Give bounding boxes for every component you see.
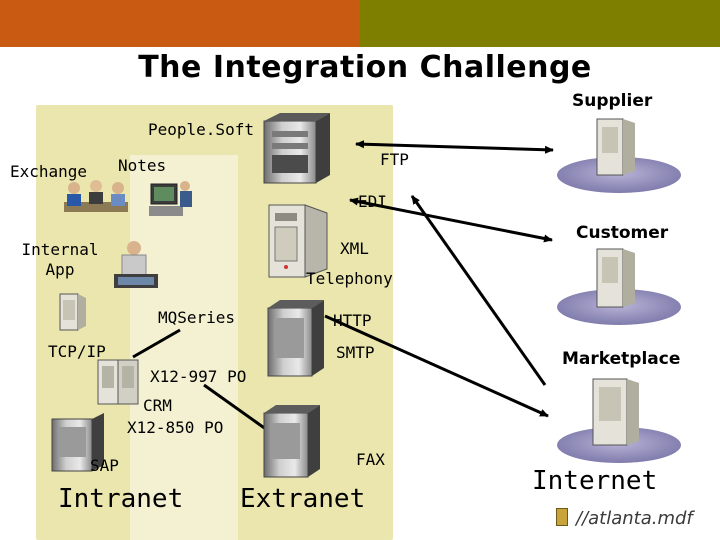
server-icon [267, 203, 329, 283]
connection-lines [132, 140, 554, 434]
label-crm: CRM [143, 396, 172, 415]
label-peoplesoft: People.Soft [148, 120, 254, 139]
user-at-computer-icon [147, 176, 195, 224]
zone-intranet: Intranet [58, 484, 184, 514]
cloud-platform-icon [555, 115, 685, 199]
header-band-left [0, 0, 360, 47]
link-ftp-supplier [355, 140, 554, 154]
label-customer: Customer [576, 223, 669, 243]
label-edi: EDI [358, 192, 387, 211]
label-fax: FAX [356, 450, 385, 469]
logo-mark-icon [556, 508, 568, 526]
label-smtp: SMTP [336, 343, 375, 362]
label-mqseries: MQSeries [158, 308, 236, 327]
label-xml: XML [340, 239, 369, 258]
cloud-platform-icon [555, 375, 685, 469]
server-icon [50, 413, 106, 477]
link-http-marketplace [324, 314, 549, 418]
company-logo: //atlanta.mdf [556, 508, 693, 529]
logo-text: //atlanta.mdf [576, 508, 693, 529]
label-x12-997: X12-997 PO [150, 367, 247, 386]
header-band-right [360, 0, 720, 47]
zone-internet: Internet [532, 466, 658, 496]
label-x12-850: X12-850 PO [127, 418, 224, 437]
server-icon [266, 300, 328, 382]
label-http: HTTP [333, 311, 372, 330]
label-telephony: Telephony [306, 269, 393, 288]
label-internal-app-line1: Internal [21, 240, 99, 259]
user-at-computer-icon [108, 240, 164, 296]
label-tcpip: TCP/IP [48, 342, 106, 361]
label-sap: SAP [90, 456, 119, 475]
label-supplier: Supplier [572, 91, 653, 111]
link-crm-extranet [203, 383, 271, 434]
label-internal-app-line2: App [45, 260, 75, 279]
link-edi-customer [349, 197, 553, 243]
label-ftp: FTP [380, 150, 409, 169]
page-title: The Integration Challenge [138, 50, 592, 85]
cloud-platform-icon [555, 245, 685, 331]
server-icon [262, 405, 322, 483]
meeting-people-icon [58, 178, 132, 226]
zone-extranet: Extranet [240, 484, 366, 514]
server-icon [262, 113, 334, 189]
server-icon [58, 292, 88, 336]
link-mq-bridge [132, 328, 181, 359]
label-internal-app: Internal App [16, 240, 104, 280]
server-icon [96, 356, 142, 410]
label-notes: Notes [118, 156, 167, 175]
label-exchange: Exchange [10, 162, 88, 181]
label-marketplace: Marketplace [562, 349, 681, 369]
link-marketplace-supplier [410, 195, 547, 386]
